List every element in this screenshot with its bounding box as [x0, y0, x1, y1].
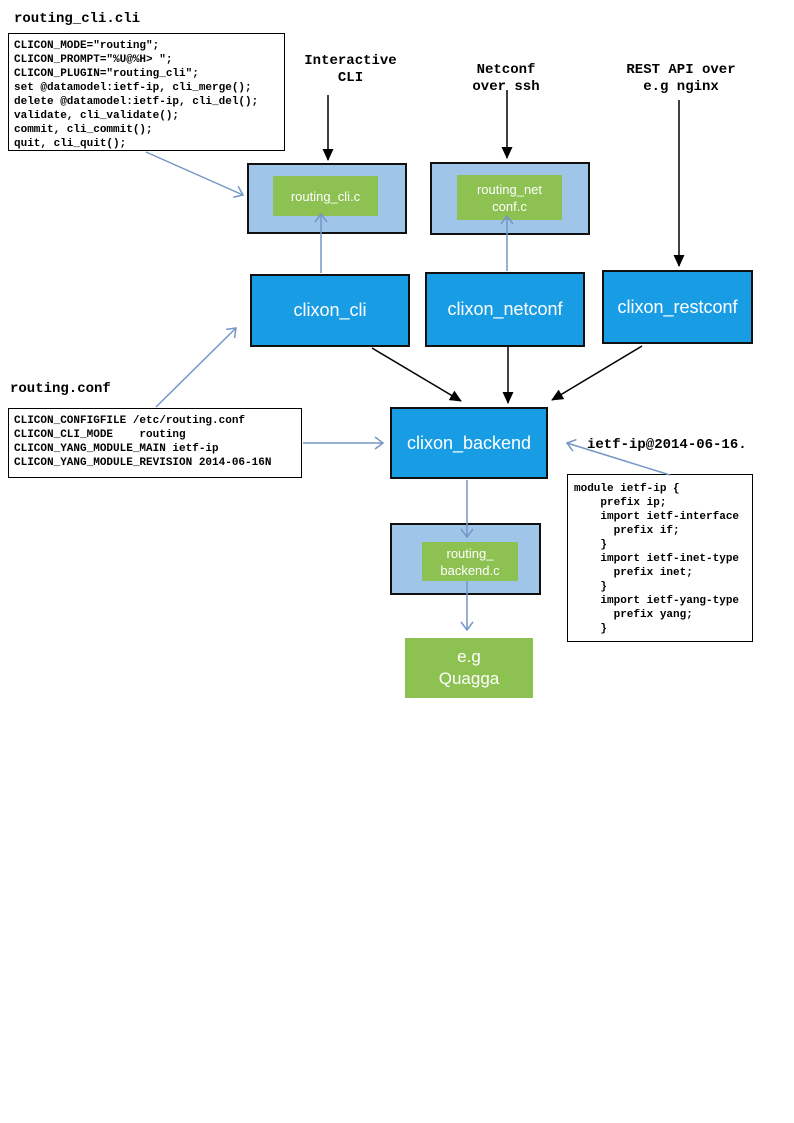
routing-backend-plugin-node: routing_ backend.c [422, 542, 518, 581]
routing-netconf-plugin-node: routing_net conf.c [457, 175, 562, 220]
routing-cli-file-label: routing_cli.cli [14, 11, 141, 27]
yang-file-label: ietf-ip@2014-06-16. [587, 437, 747, 453]
routing-backend-plugin-container: routing_ backend.c [390, 523, 541, 595]
rest-api-annotation: REST API over e.g nginx [626, 62, 736, 95]
clixon-netconf-node: clixon_netconf [425, 272, 585, 347]
arrow-clixon-restconf-to-backend [551, 345, 643, 401]
routing-cli-plugin-container: routing_cli.c [247, 163, 407, 234]
netconf-ssh-annotation: Netconf over ssh [472, 62, 540, 95]
routing-cli-code-box: CLICON_MODE="routing"; CLICON_PROMPT="%U… [8, 33, 285, 151]
arrow-clixon-cli-to-backend [371, 347, 462, 402]
clixon-restconf-node: clixon_restconf [602, 270, 753, 344]
clixon-cli-node: clixon_cli [250, 274, 410, 347]
routing-conf-file-label: routing.conf [10, 381, 111, 397]
yang-module-code-box: module ietf-ip { prefix ip; import ietf-… [567, 474, 753, 642]
routing-cli-plugin-node: routing_cli.c [273, 176, 378, 216]
routing-conf-code-box: CLICON_CONFIGFILE /etc/routing.conf CLIC… [8, 408, 302, 478]
arrow-cli-file-to-routing-cli-c [145, 151, 245, 198]
routing-netconf-plugin-container: routing_net conf.c [430, 162, 590, 235]
quagga-node: e.g Quagga [405, 638, 533, 698]
arrow-conf-file-to-clixon-cli [155, 327, 237, 408]
clixon-backend-node: clixon_backend [390, 407, 548, 479]
interactive-cli-annotation: Interactive CLI [304, 53, 397, 86]
